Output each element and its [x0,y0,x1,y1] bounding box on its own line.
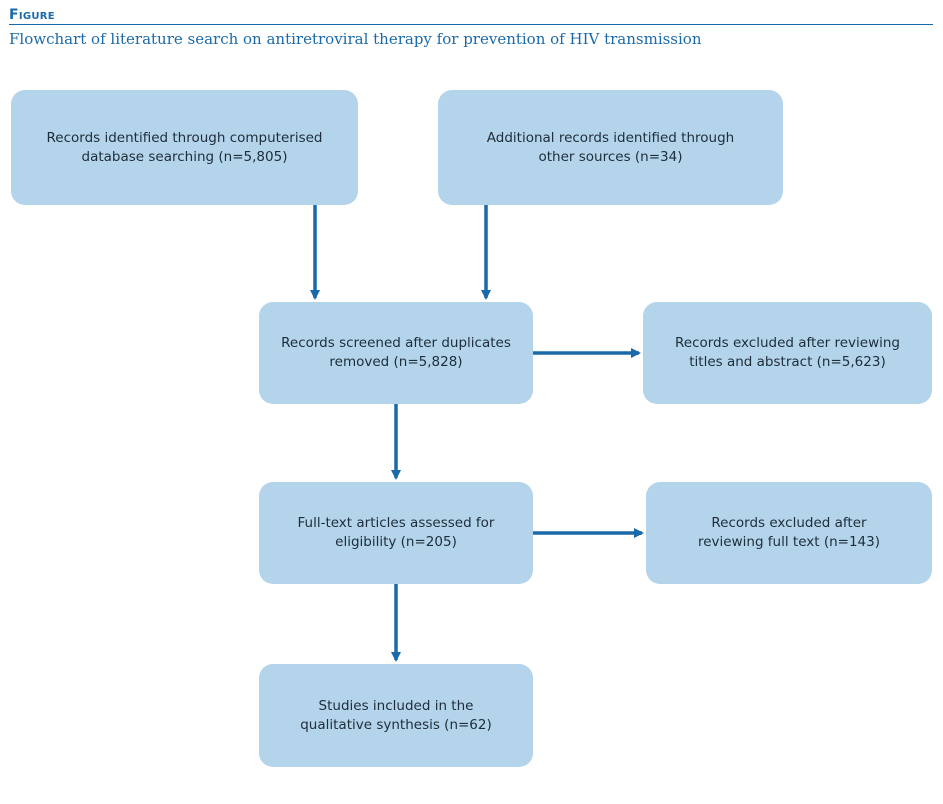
box-excluded-titles-text: Records excluded after reviewing titles … [674,335,900,370]
box-other-sources: Additional records identified through ot… [438,90,783,205]
box-studies-included: Studies included in the qualitative synt… [259,664,533,767]
box-excluded-full-text: Records excluded after reviewing full te… [646,482,932,584]
box-other-sources-text: Additional records identified through ot… [486,129,735,165]
box-excluded-titles: Records excluded after reviewing titles … [643,302,932,404]
box-records-screened: Records screened after duplicates remove… [259,302,533,404]
box-full-text-assessed-text: Full-text articles assessed for eligibil… [297,515,495,550]
box-database-records-text: Records identified through computerised … [46,129,323,165]
box-full-text-assessed: Full-text articles assessed for eligibil… [259,482,533,584]
box-excluded-full-text-text: Records excluded after reviewing full te… [697,515,881,550]
box-database-records: Records identified through computerised … [11,90,358,205]
box-records-screened-text: Records screened after duplicates remove… [281,335,511,370]
header-rule [9,24,933,25]
box-studies-included-text: Studies included in the qualitative synt… [300,697,492,733]
figure-label: Figure [9,7,55,23]
figure-title: Flowchart of literature search on antire… [9,30,702,48]
